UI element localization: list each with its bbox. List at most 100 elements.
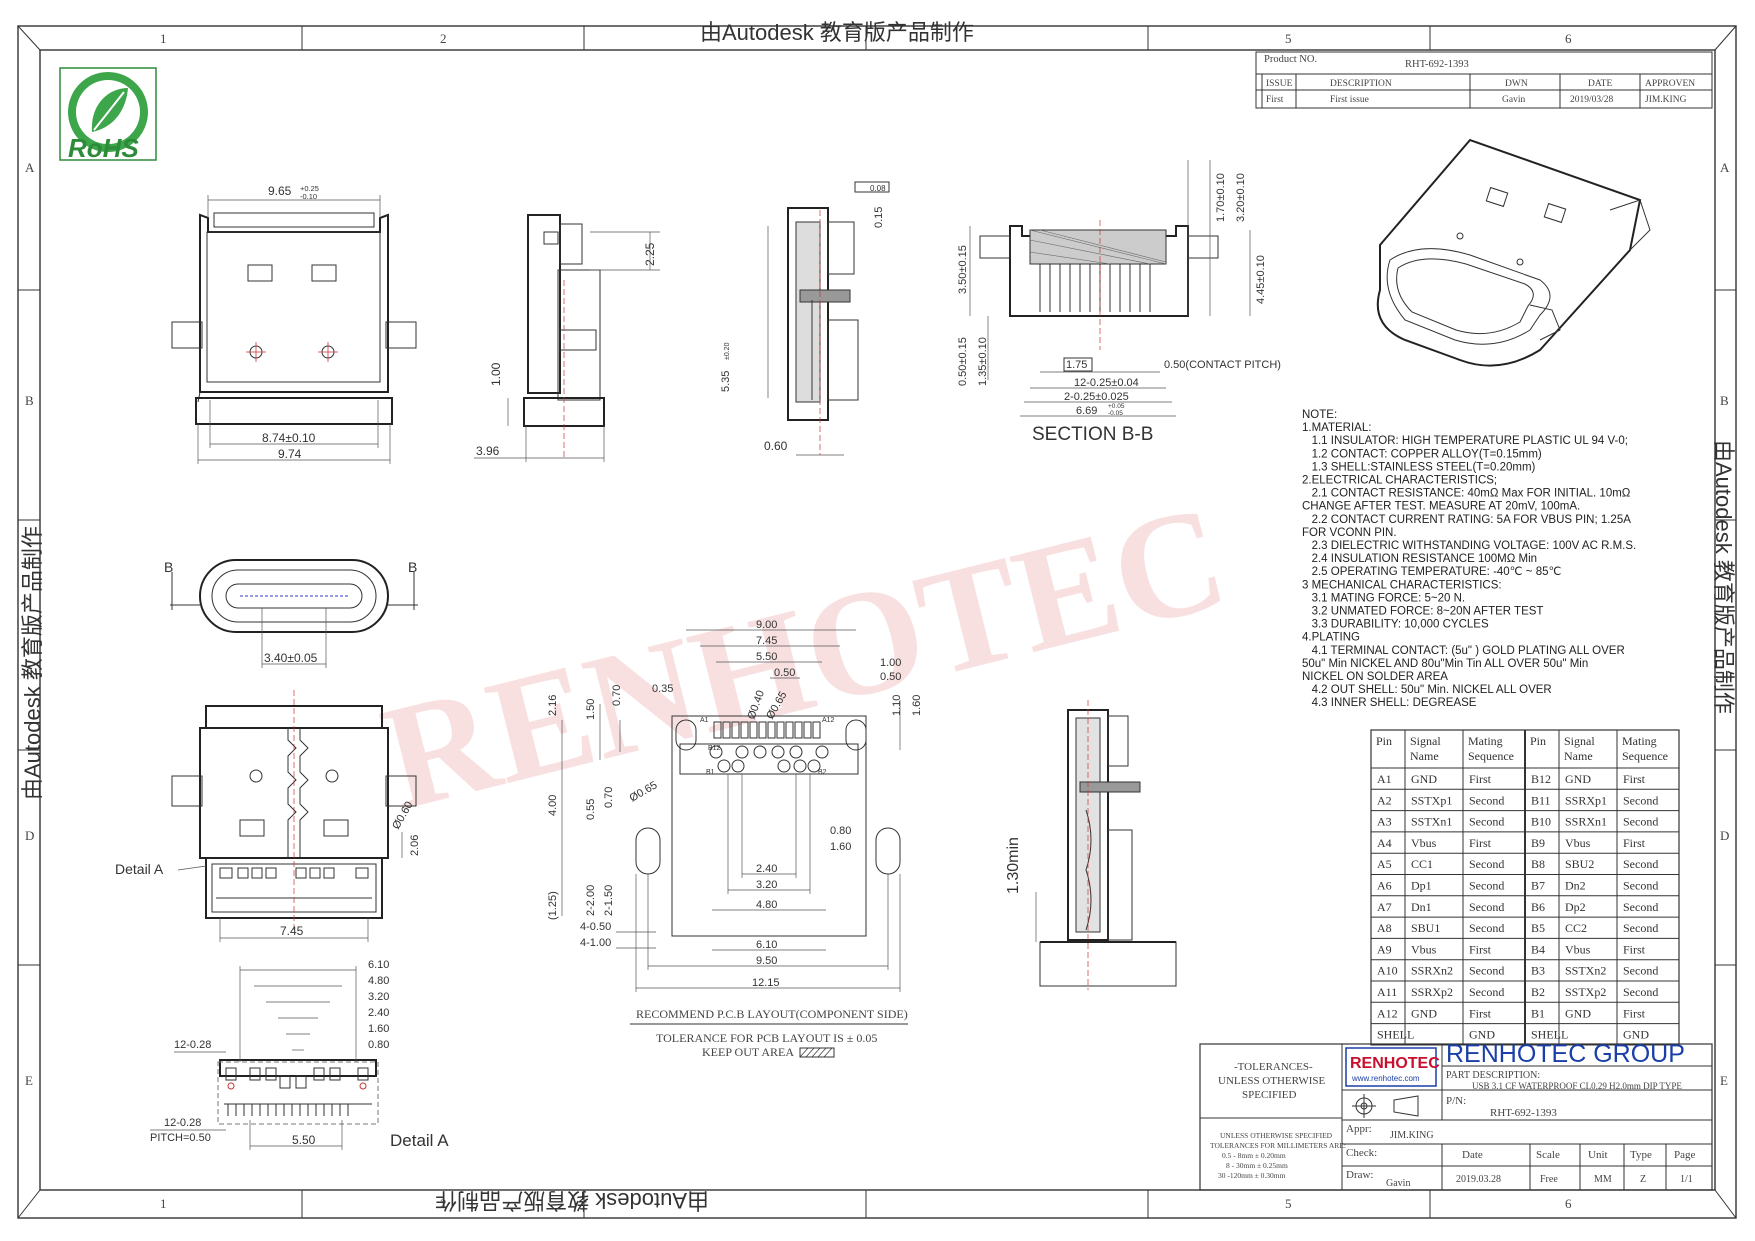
pin-table-cell: Vbus (1411, 836, 1437, 850)
note-line: 4.3 INNER SHELL: DEGREASE (1302, 697, 1477, 709)
pin-table-cell: Second (1623, 900, 1658, 914)
tol-small3: 0.5 - 8mm ± 0.20mm (1222, 1151, 1286, 1160)
pin-table-cell: SSTXn1 (1411, 815, 1452, 829)
appr-value: JIM.KING (1390, 1130, 1434, 1141)
frame-col-2-bottom: 2 (440, 1196, 447, 1211)
pin-table-header: Mating (1622, 734, 1657, 748)
tol-small2: TOLERANCES FOR MILLIMETERS ARE: (1210, 1141, 1346, 1150)
pcb-dim-7-45: 7.45 (756, 635, 777, 647)
scale-value: Free (1540, 1174, 1558, 1185)
pcb-dim-2-40: 2.40 (756, 863, 777, 875)
dim-flatness: 0.08 (870, 184, 886, 193)
note-line: 2.5 OPERATING TEMPERATURE: -40℃ ~ 85℃ (1302, 566, 1561, 578)
pcb-pin-a1: A1 (700, 717, 709, 724)
pn-value: RHT-692-1393 (1490, 1107, 1557, 1119)
detail-a-pads (224, 1067, 372, 1116)
frame-row-e-left: E (25, 1073, 33, 1088)
dim-3-50: 3.50±0.15 (957, 245, 969, 294)
pin-table-cell: B2 (1531, 985, 1545, 999)
pin-table-cell: A12 (1377, 1006, 1398, 1020)
note-line: 1.MATERIAL: (1302, 422, 1371, 434)
pin-table-cell: Second (1469, 985, 1504, 999)
tol-line3: SPECIFIED (1242, 1089, 1296, 1101)
front-view: B B 3.40±0.05 (164, 559, 418, 668)
pcb-through-holes (709, 745, 829, 773)
notes-block: NOTE:1.MATERIAL: 1.1 INSULATOR: HIGH TEM… (1302, 409, 1636, 709)
det-1-60: 1.60 (368, 1023, 389, 1035)
contact-pins (1039, 264, 1151, 312)
pin-table-cell: B6 (1531, 900, 1545, 914)
dim-4-45: 4.45±0.10 (1255, 255, 1267, 304)
pin-table-cell: Second (1623, 921, 1658, 935)
note-line: 3.2 UNMATED FORCE: 8~20N AFTER TEST (1302, 606, 1543, 618)
part-desc-label: PART DESCRIPTION: (1446, 1070, 1540, 1081)
pcb-pad-row (713, 721, 821, 739)
frame-row-d-left: D (25, 828, 34, 843)
section-marker-b-right: B (408, 559, 417, 575)
pcb-dim-1-60: 1.60 (830, 841, 851, 853)
dim-5-35-tol: ±0.20 (724, 342, 731, 360)
pin-table-cell: SSRXp2 (1411, 985, 1453, 999)
dim-3-20: 3.20±0.10 (1235, 173, 1247, 222)
pin-table-header: Signal (1410, 734, 1441, 748)
dim-0-15-sec: 0.15 (873, 207, 885, 228)
dim-5-35: 5.35 (720, 371, 732, 392)
pin-table-cell: A8 (1377, 921, 1392, 935)
frame-col-2-top: 2 (440, 31, 447, 46)
rev-dwn: Gavin (1502, 95, 1525, 105)
pin-table-cell: A3 (1377, 815, 1392, 829)
pin-table-cell: SBU2 (1565, 857, 1594, 871)
scale-label: Scale (1536, 1149, 1560, 1161)
note-line: NICKEL ON SOLDER AREA (1302, 671, 1448, 683)
rohs-logo-text: RoHS (68, 133, 139, 163)
note-line: 3.1 MATING FORCE: 5~20 N. (1302, 592, 1465, 604)
rev-header-issue: ISSUE (1266, 79, 1293, 89)
pin-table-cell: GND (1623, 1028, 1649, 1042)
title-block: -TOLERANCES- UNLESS OTHERWISE SPECIFIED … (1199, 1040, 1713, 1191)
isometric-view (1376, 138, 1651, 367)
rev-approven: JIM.KING (1645, 95, 1687, 105)
note-line: 4.2 OUT SHELL: 50u" Min. NICKEL ALL OVER (1302, 684, 1552, 696)
pin-table-cell: B12 (1531, 772, 1551, 786)
unit-label: Unit (1588, 1149, 1608, 1161)
revision-table: Product NO. RHT-692-1393 ISSUE DESCRIPTI… (1255, 51, 1713, 109)
dim-1-75: 1.75 (1066, 359, 1087, 371)
cross-section-view: 0.08 0.15 5.35 ±0.20 0.60 (720, 181, 890, 456)
dim-top-width: 9.65 (268, 184, 292, 198)
rev-header-dwn: DWN (1505, 79, 1528, 89)
pcb-layout-view: A1 A12 B12 B1 B2 9.00 7.45 5.50 0.50 0.3… (547, 619, 923, 1059)
pcb-dim-2-16: 2.16 (547, 695, 559, 716)
dim-2-0-25: 2-0.25±0.025 (1064, 391, 1129, 403)
pin-table-cell: Second (1623, 879, 1658, 893)
tol-small1: UNLESS OTHERWISE SPECIFIED (1220, 1131, 1333, 1140)
pcb-dim-3-20: 3.20 (756, 879, 777, 891)
dim-0-50-bb: 0.50±0.15 (957, 337, 969, 386)
pin-table-header: Name (1410, 749, 1439, 763)
note-line: FOR VCONN PIN. (1302, 527, 1397, 539)
pcb-dim-1-00: 1.00 (880, 657, 901, 669)
pcb-dim-1-50: 1.50 (585, 699, 597, 720)
pin-table-cell: B10 (1531, 815, 1551, 829)
dim-2-06: 2.06 (409, 835, 421, 856)
section-bb-view: 1.70±0.10 3.20±0.10 4.45±0.10 3.50±0.15 … (957, 160, 1281, 445)
pcb-dim-1-25: (1.25) (547, 891, 559, 920)
pin-table-cell: GND (1411, 772, 1437, 786)
rev-header-description: DESCRIPTION (1330, 79, 1392, 89)
pin-table-cell: B4 (1531, 942, 1545, 956)
det-5-50: 5.50 (292, 1133, 316, 1147)
pin-table-cell: Second (1623, 964, 1658, 978)
pin-table-cell: SHELL (1377, 1028, 1414, 1042)
note-line: 1.3 SHELL:STAINLESS STEEL(T=0.20mm) (1302, 461, 1536, 473)
pcb-dim-1-10: 1.10 (891, 695, 903, 716)
note-line: 4.1 TERMINAL CONTACT: (5u" ) GOLD PLATIN… (1302, 645, 1625, 657)
pin-table-cell: A6 (1377, 879, 1392, 893)
pin-table-cell: First (1623, 1006, 1646, 1020)
rev-header-approven: APPROVEN (1645, 79, 1695, 89)
pin-table-cell: SSRXn2 (1411, 964, 1453, 978)
frame-row-d-right: D (1720, 828, 1729, 843)
note-line: 2.1 CONTACT RESISTANCE: 40mΩ Max FOR INI… (1302, 488, 1631, 500)
keep-out-label: KEEP OUT AREA (702, 1045, 794, 1059)
tol-title: -TOLERANCES- (1234, 1061, 1313, 1073)
pin-table-cell: B11 (1531, 793, 1551, 807)
